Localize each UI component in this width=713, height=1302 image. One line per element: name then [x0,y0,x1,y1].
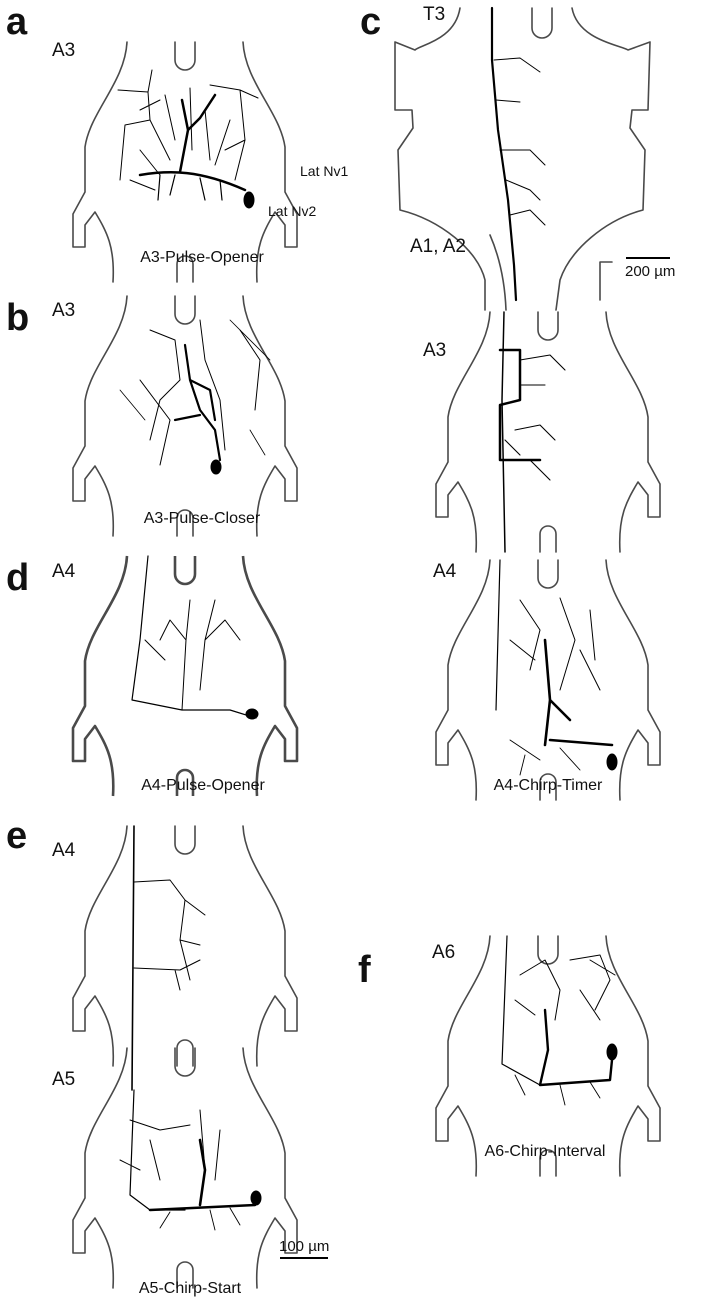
ganglion-outline-c-a3 [435,311,661,553]
segment-label-e-a4: A4 [52,840,76,861]
scale-label-100: 100 µm [279,1238,329,1255]
caption-a5-chirp-start: A5-Chirp-Start [139,1280,242,1297]
neuron-a5-chirp-start [119,1089,262,1231]
neuron-a4-chirp-timer [495,559,618,776]
neuron-c-a3 [498,311,566,553]
segment-label-d-a4: A4 [52,561,76,582]
segment-label-c-a1-a2: A1, A2 [410,236,466,257]
ganglion-outline-f [435,935,661,1177]
caption-a3-pulse-opener: A3-Pulse-Opener [140,249,264,266]
segment-label-f-a6: A6 [432,942,455,963]
neuron-a4-pulse-opener [131,555,259,720]
neuron-a3-pulse-closer [119,319,271,475]
neuron-c-t3-axon [490,6,546,302]
segment-label-c-t3: T3 [423,4,445,25]
panel-letter-e: e [6,815,27,857]
neuron-a6-chirp-interval [501,935,618,1106]
caption-a4-chirp-timer: A4-Chirp-Timer [494,777,603,794]
caption-a4-pulse-opener: A4-Pulse-Opener [141,777,265,794]
panel-letter-a: a [6,1,28,43]
segment-label-e-a5: A5 [52,1069,75,1090]
segment-label-a-a3: A3 [52,40,75,61]
nerve-label-lat-nv1: Lat Nv1 [300,163,348,179]
panel-letter-f: f [358,949,371,991]
neuron-e-a4 [131,825,206,1091]
nerve-label-lat-nv2: Lat Nv2 [268,203,316,219]
panel-f: f A6 A6-Chirp-Interval [358,935,661,1177]
ganglion-outline-t3 [394,7,651,311]
segment-label-c-a3: A3 [423,340,446,361]
panel-d: d A4 A4-Pulse-Opener [6,554,299,798]
ganglion-outline-a [72,41,298,283]
ganglion-outline-e-a4 [72,825,298,1067]
panel-e: e A4 A5 100 µm A5-Chirp-Start [6,815,329,1297]
neuron-a3-pulse-opener [117,69,259,209]
panel-a: a A3 Lat Nv1 Lat Nv2 A3-Pulse-Opener [6,1,348,283]
ganglion-outline-b [72,295,298,537]
caption-a6-chirp-interval: A6-Chirp-Interval [485,1143,606,1160]
panel-letter-d: d [6,557,29,599]
panel-c: c T3 A1, A2 200 µm A3 A4 [360,1,675,801]
panel-b: b A3 A3-Pulse-Closer [6,295,298,537]
ganglion-outline-d [71,554,299,798]
panel-letter-c: c [360,1,381,43]
ganglion-outline-e-a5 [72,1047,298,1289]
segment-label-b-a3: A3 [52,300,75,321]
scale-label-200: 200 µm [625,263,675,280]
caption-a3-pulse-closer: A3-Pulse-Closer [144,510,261,527]
segment-label-c-a4: A4 [433,561,457,582]
panel-letter-b: b [6,297,29,339]
